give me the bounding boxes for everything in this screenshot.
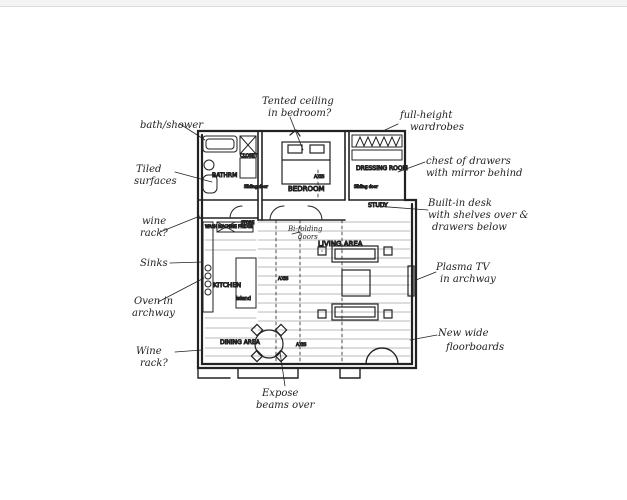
note-bi-folding-2: doors: [298, 233, 318, 241]
note-bi-folding-1: Bi-folding: [287, 225, 323, 233]
label-bathroom: BATHRM: [212, 172, 237, 179]
beam-lines: [275, 169, 343, 365]
floorboard-lines: [204, 221, 411, 357]
note-tiled-1: Tiled: [136, 164, 161, 175]
note-chest-2: with mirror behind: [426, 168, 522, 179]
internal-walls: [197, 130, 406, 221]
note-floorboards-2: floorboards: [445, 342, 504, 353]
note-desk-1: Built-in desk: [427, 198, 492, 209]
note-plasma-2: in archway: [440, 274, 496, 285]
label-kitchen: KITCHEN: [213, 281, 241, 289]
bed: [281, 129, 331, 185]
note-chest-1: chest of drawers: [426, 156, 511, 167]
note-tented-ceiling-1: Tented ceiling: [262, 96, 334, 107]
label-sliding-door-1: Sliding door: [244, 184, 268, 189]
label-island: Island: [236, 296, 251, 302]
note-desk-2: with shelves over &: [428, 210, 529, 221]
wardrobes: [351, 134, 403, 161]
note-bath-shower: bath/shower: [140, 120, 204, 131]
label-dressing-room: DRESSING ROOM: [356, 165, 408, 172]
label-axis-3: AXIS: [296, 342, 306, 348]
label-dining-area: DINING AREA: [220, 339, 261, 346]
label-study: STUDY: [368, 202, 388, 209]
note-plasma-1: Plasma TV: [435, 262, 491, 273]
label-axis-2: AXIS: [278, 276, 288, 282]
note-beams-2: beams over: [256, 400, 316, 411]
living-sofas: [317, 245, 415, 321]
bottom-arches: [197, 347, 399, 379]
note-desk-3: drawers below: [432, 222, 507, 233]
note-wine-rack-top-1: wine: [142, 216, 166, 227]
label-store: STORE: [241, 220, 255, 225]
note-full-height-2: wardrobes: [410, 122, 464, 133]
label-living-area: LIVING AREA: [318, 240, 363, 248]
label-closet: CLOSET: [240, 153, 258, 159]
label-sliding-door-2: Sliding door: [354, 184, 378, 189]
bathroom-fixtures: [202, 135, 257, 194]
note-oven-2: archway: [132, 308, 175, 319]
kitchen-units: [202, 221, 257, 313]
label-axis-1: AXIS: [314, 174, 324, 180]
note-tented-ceiling-2: in bedroom?: [268, 108, 332, 119]
note-wine-rack-bottom-2: rack?: [140, 358, 168, 369]
note-beams-1: Expose: [261, 388, 298, 399]
scan-top-edge: [0, 0, 627, 7]
note-floorboards-1: New wide: [437, 328, 489, 339]
dining-table: [250, 323, 288, 363]
note-full-height-1: full-height: [399, 110, 453, 121]
annotation-leaders: [157, 116, 438, 387]
label-wash-fridge: WASH MACHINE FRIDGE: [205, 224, 254, 229]
note-tiled-2: surfaces: [134, 176, 177, 187]
bedroom-doors: [229, 205, 323, 221]
closet: [239, 157, 257, 179]
note-sinks: Sinks: [140, 258, 168, 269]
note-wine-rack-top-2: rack?: [140, 228, 168, 239]
note-oven-1: Oven in: [134, 296, 173, 307]
note-wine-rack-bottom-1: Wine: [136, 346, 162, 357]
label-bedroom: BEDROOM: [288, 185, 325, 193]
